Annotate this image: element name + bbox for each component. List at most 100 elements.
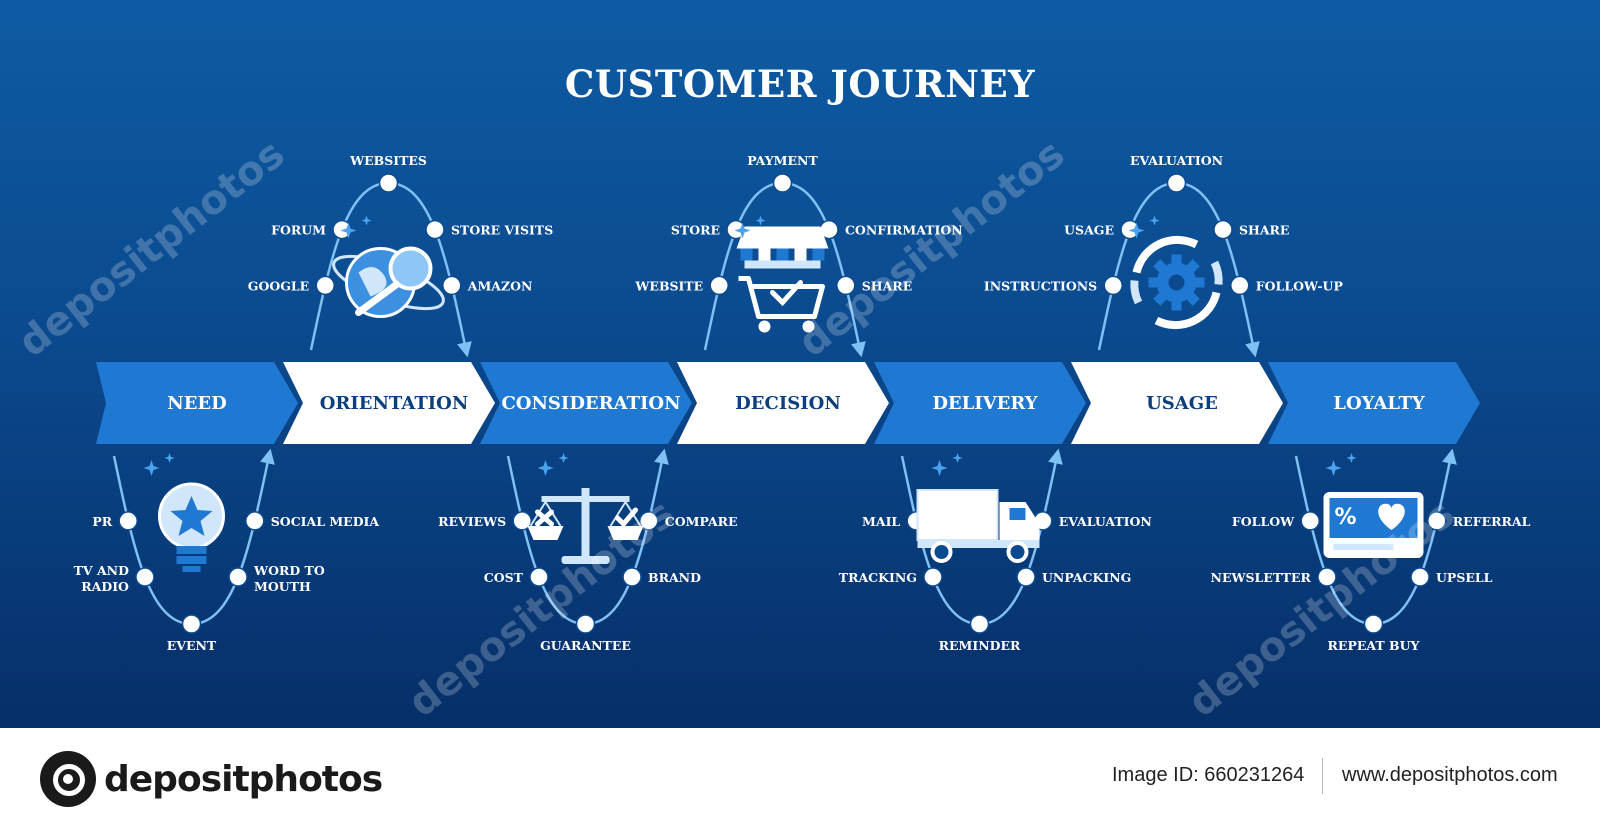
touchpoint-node[interactable] [529, 567, 549, 587]
stage-loyalty[interactable]: LOYALTY [1268, 362, 1480, 444]
touchpoint-node[interactable] [1230, 275, 1250, 296]
touchpoint-node[interactable] [639, 511, 659, 531]
touchpoint-label-line: SOCIAL MEDIA [271, 514, 380, 529]
touchpoint-label-line: GUARANTEE [540, 638, 631, 653]
cart-wheel [758, 320, 771, 333]
awning-stripe [812, 248, 825, 261]
touchpoint-node[interactable] [442, 275, 462, 296]
awning-stripe [758, 248, 771, 261]
cycle-arrow [1132, 235, 1199, 274]
touchpoint-node[interactable] [512, 511, 532, 531]
truck-window [1009, 508, 1026, 520]
brand-logo-group[interactable]: depositphotos [40, 751, 383, 807]
touchpoint-node[interactable] [1410, 567, 1430, 587]
touchpoint-label-line: AMAZON [467, 278, 533, 293]
touchpoint-label: SOCIAL MEDIA [271, 514, 380, 529]
image-id: Image ID: 660231264 [1112, 764, 1305, 786]
stage-consideration[interactable]: CONSIDERATION [480, 362, 692, 444]
touchpoint-node[interactable] [118, 511, 138, 531]
touchpoint-label: GOOGLE [248, 278, 309, 293]
scale-post [581, 488, 590, 556]
gear-tooth [1194, 277, 1205, 288]
check-icon [770, 280, 803, 307]
touchpoint-label-line: INSTRUCTIONS [984, 278, 1097, 293]
stage-delivery[interactable]: DELIVERY [874, 362, 1086, 444]
stage-arrow [1268, 362, 1480, 444]
sparkle-icon [361, 215, 372, 226]
touchpoint-label: EVENT [167, 638, 217, 653]
touchpoint-node[interactable] [1300, 511, 1320, 531]
camera-logo-icon [40, 751, 96, 807]
touchpoint-node[interactable] [135, 567, 155, 587]
gear-tooth [1171, 300, 1182, 311]
touchpoint-node[interactable] [575, 614, 596, 634]
magnifier-lens [388, 246, 433, 291]
touchpoint-label: UNPACKING [1042, 570, 1131, 585]
touchpoint-label: STORE VISITS [451, 223, 553, 238]
touchpoint-node[interactable] [836, 275, 856, 296]
scale-pan-left [527, 526, 564, 540]
touchpoint-node[interactable] [378, 173, 399, 193]
touchpoint-node[interactable] [969, 614, 990, 634]
bulb-tip [182, 566, 201, 572]
sparkle-icon [1128, 222, 1145, 239]
touchpoint-node[interactable] [245, 511, 265, 531]
touchpoint-node[interactable] [425, 219, 445, 240]
touchpoint-label-line: MAIL [862, 514, 900, 529]
touchpoint-label-line: WORD TO [253, 563, 325, 578]
lightbulb-star-icon [143, 453, 225, 572]
touchpoint-label-line: REPEAT BUY [1328, 638, 1421, 653]
scale-pan-right [607, 526, 644, 540]
touchpoint-node[interactable] [1317, 567, 1337, 587]
touchpoint-node[interactable] [923, 567, 943, 587]
touchpoint-node[interactable] [1103, 275, 1123, 296]
footer-divider [1322, 758, 1323, 794]
store-cart-icon [734, 215, 829, 333]
touchpoint-label: FORUM [271, 223, 326, 238]
touchpoint-node[interactable] [1363, 614, 1384, 634]
touchpoint-label-line: UNPACKING [1042, 570, 1131, 585]
stage-arrow [1071, 362, 1283, 444]
loyalty-card-icon: % [1323, 453, 1424, 558]
website-link[interactable]: www.depositphotos.com [1342, 764, 1558, 786]
touchpoint-node[interactable] [315, 275, 335, 296]
touchpoint-node[interactable] [772, 173, 793, 193]
stage-label: DECISION [735, 393, 841, 414]
stage-need[interactable]: NEED [96, 362, 298, 444]
sparkle-icon [734, 222, 751, 239]
touchpoint-label: EVALUATION [1059, 514, 1152, 529]
stage-usage[interactable]: USAGE [1071, 362, 1283, 444]
touchpoint-node[interactable] [181, 614, 202, 634]
sparkle-icon [340, 222, 357, 239]
gear-hole [1168, 274, 1185, 291]
touchpoint-node[interactable] [1427, 511, 1447, 531]
touchpoint-node[interactable] [622, 567, 642, 587]
stage-arrow [677, 362, 889, 444]
touchpoint-label: PAYMENT [747, 153, 818, 168]
touchpoint-label: GUARANTEE [540, 638, 631, 653]
stage-arrow [283, 362, 495, 444]
touchpoint-label-line: EVALUATION [1059, 514, 1152, 529]
truck-wheel [1006, 541, 1029, 563]
stage-arrow [480, 362, 692, 444]
stage-label: NEED [167, 393, 227, 414]
touchpoint-node[interactable] [1016, 567, 1036, 587]
touchpoint-node[interactable] [1166, 173, 1187, 193]
touchpoint-label: WEBSITES [349, 153, 427, 168]
touchpoint-label-line: NEWSLETTER [1211, 570, 1312, 585]
touchpoint-label: WEBSITE [634, 278, 703, 293]
touchpoint-label-line: REFERRAL [1453, 514, 1531, 529]
touchpoint-label: REVIEWS [438, 514, 506, 529]
gear-tooth [1148, 277, 1159, 288]
touchpoint-node[interactable] [228, 567, 248, 587]
touchpoint-label: TRACKING [839, 570, 917, 585]
sparkle-icon [952, 453, 963, 463]
touchpoint-label-line: FOLLOW [1232, 514, 1295, 529]
stage-decision[interactable]: DECISION [677, 362, 889, 444]
stage-orientation[interactable]: ORIENTATION [283, 362, 495, 444]
touchpoint-node[interactable] [709, 275, 729, 296]
touchpoint-label: SHARE [1239, 223, 1289, 238]
touchpoint-node[interactable] [1213, 219, 1233, 240]
